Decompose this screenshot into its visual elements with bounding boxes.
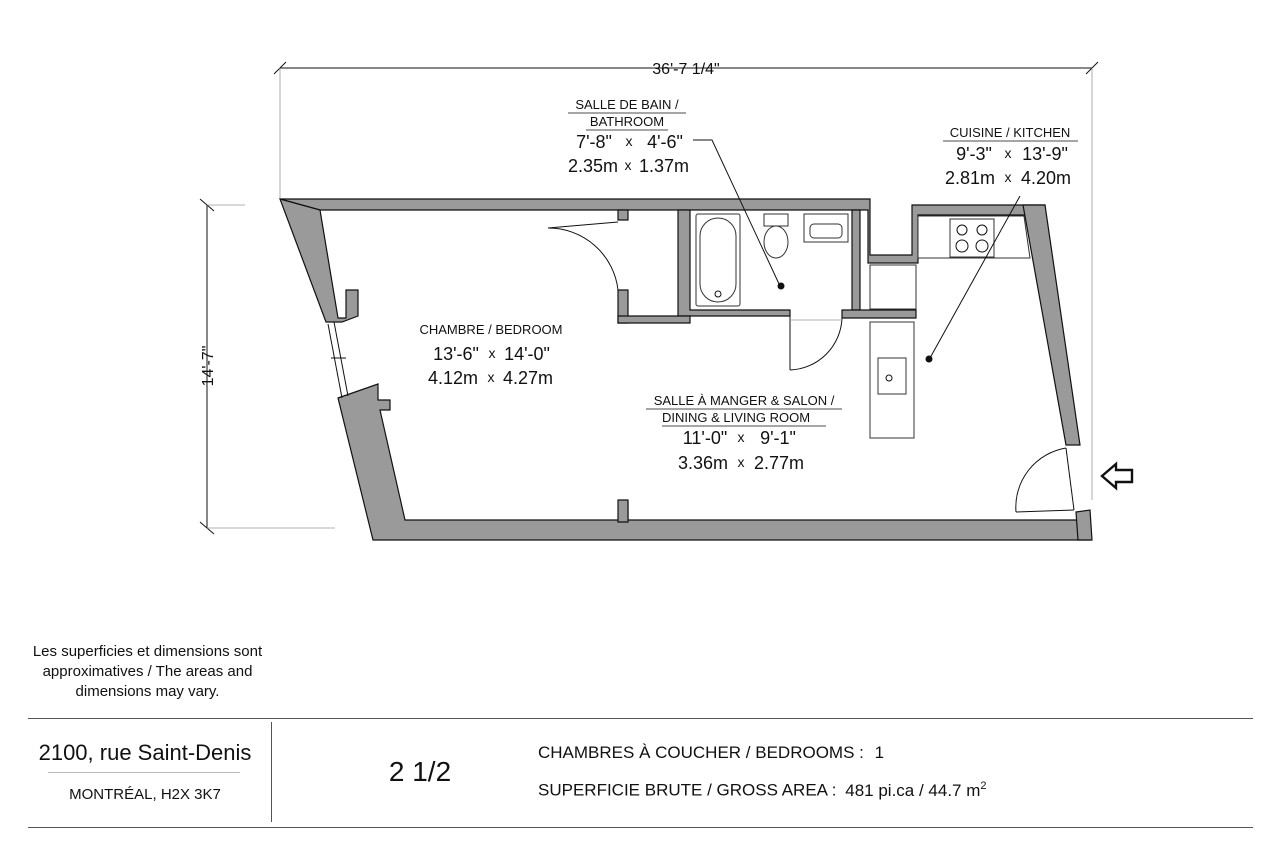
area-value: 481 pi.ca / 44.7 m [845, 780, 981, 800]
svg-text:x: x [626, 133, 633, 149]
living-metric-a: 3.36m [678, 453, 728, 473]
depth-dimension-label: 14'-7" [200, 346, 217, 387]
kitchen-island [869, 321, 915, 439]
kitchen-name: CUISINE / KITCHEN [950, 125, 1071, 140]
depth-dimension: 14'-7" [199, 198, 335, 535]
kitchen-counter [917, 215, 1031, 259]
bathroom-door [789, 316, 843, 371]
living-name-en: DINING & LIVING ROOM [662, 410, 810, 425]
bathroom-label: SALLE DE BAIN / BATHROOM 7'-8" x 4'-6" 2… [568, 97, 785, 290]
bedrooms-info: CHAMBRES À COUCHER / BEDROOMS : 1 [538, 743, 884, 763]
kitchen-imperial-b: 13'-9" [1022, 144, 1068, 164]
bedroom-name: CHAMBRE / BEDROOM [419, 322, 562, 337]
area-superscript: 2 [980, 780, 987, 792]
bathroom-name-fr: SALLE DE BAIN / [575, 97, 679, 112]
bedrooms-value: 1 [874, 743, 885, 762]
svg-text:x: x [1005, 145, 1012, 161]
walls [279, 198, 1093, 541]
disclaimer: Les superficies et dimensions sont appro… [32, 643, 263, 700]
address-line1: 2100, rue Saint-Denis [38, 740, 252, 765]
bathroom-metric-b: 1.37m [639, 156, 689, 176]
living-metric-b: 2.77m [754, 453, 804, 473]
window [327, 321, 349, 399]
living-name-fr: SALLE À MANGER & SALON / [654, 393, 835, 408]
area-label: SUPERFICIE BRUTE / GROSS AREA : [538, 780, 837, 800]
living-room-label: SALLE À MANGER & SALON / DINING & LIVING… [646, 393, 842, 473]
footer-separator [271, 722, 272, 822]
bedroom-metric-b: 4.27m [503, 368, 553, 388]
svg-text:x: x [1005, 169, 1012, 185]
bathtub [695, 213, 741, 307]
footer-top-rule [28, 718, 1253, 719]
address-line2: MONTRÉAL, H2X 3K7 [69, 786, 221, 803]
address-underline [48, 772, 240, 773]
svg-text:x: x [738, 429, 745, 445]
width-dimension: 36'-7 1/4" [273, 61, 1099, 500]
kitchen-metric-b: 4.20m [1021, 168, 1071, 188]
bathroom-imperial-a: 7'-8" [576, 132, 612, 152]
bathroom-sink [803, 213, 849, 243]
footer-bottom-rule [28, 827, 1253, 828]
kitchen-imperial-a: 9'-3" [956, 144, 992, 164]
toilet [763, 213, 789, 259]
svg-text:x: x [625, 157, 632, 173]
bathroom-name-en: BATHROOM [590, 114, 664, 129]
bedrooms-label: CHAMBRES À COUCHER / BEDROOMS : [538, 743, 864, 762]
fridge [869, 264, 917, 310]
living-imperial-a: 11'-0" [683, 428, 728, 448]
entrance-door [1015, 447, 1075, 513]
width-dimension-label: 36'-7 1/4" [652, 61, 719, 78]
svg-text:x: x [488, 369, 495, 385]
entrance-arrow-icon [1100, 461, 1134, 491]
bedroom-metric-a: 4.12m [428, 368, 478, 388]
bathroom-imperial-b: 4'-6" [647, 132, 683, 152]
bedroom-label: CHAMBRE / BEDROOM 13'-6" x 14'-0" 4.12m … [419, 322, 562, 388]
svg-text:x: x [738, 454, 745, 470]
bedroom-imperial-a: 13'-6" [433, 344, 479, 364]
bedroom-imperial-b: 14'-0" [504, 344, 550, 364]
bathroom-metric-a: 2.35m [568, 156, 618, 176]
svg-text:x: x [489, 345, 496, 361]
unit-type: 2 1/2 [388, 756, 452, 787]
kitchen-label: CUISINE / KITCHEN 9'-3" x 13'-9" 2.81m x… [925, 125, 1078, 363]
kitchen-metric-a: 2.81m [945, 168, 995, 188]
bedroom-door [547, 221, 619, 291]
area-info: SUPERFICIE BRUTE / GROSS AREA : 481 pi.c… [538, 780, 987, 801]
living-imperial-b: 9'-1" [760, 428, 796, 448]
